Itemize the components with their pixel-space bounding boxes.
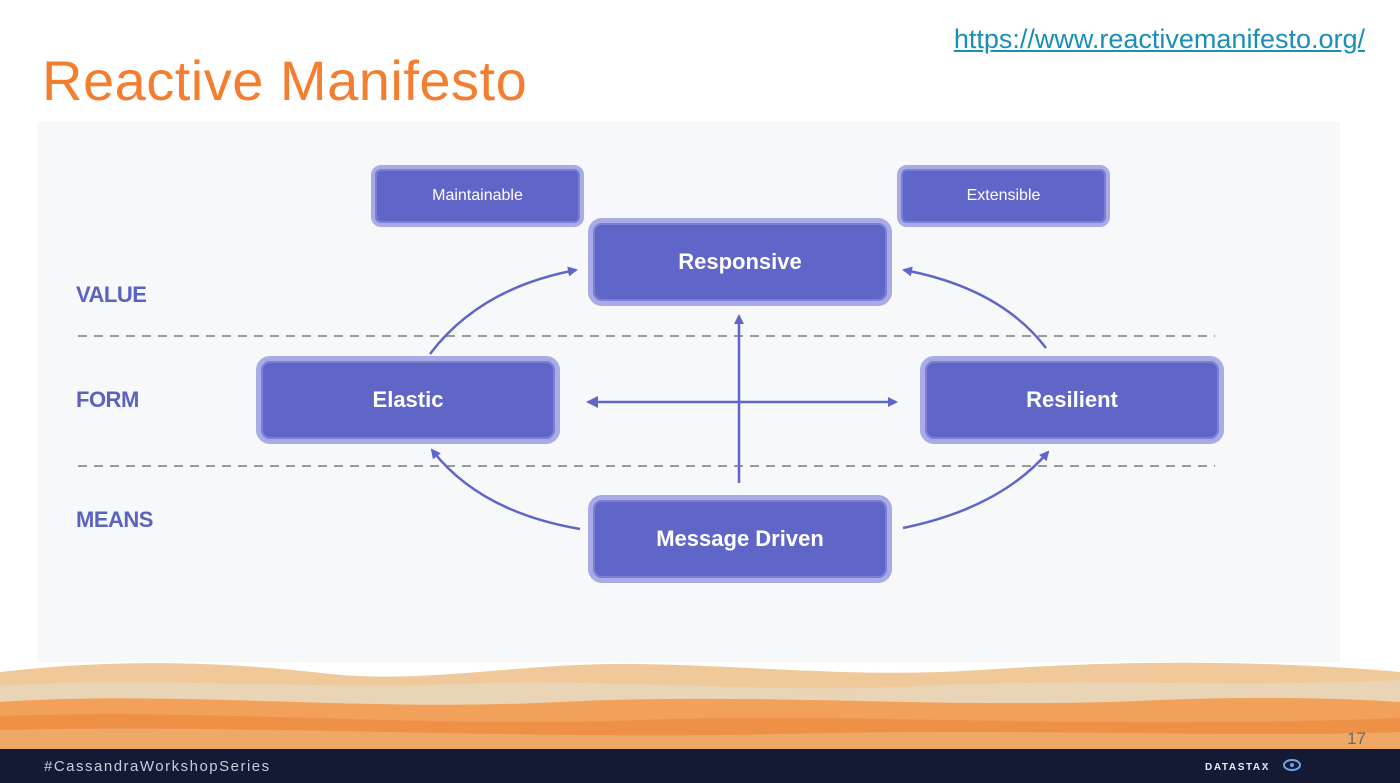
node-extensible: Extensible (897, 165, 1110, 227)
footer-hashtag: #CassandraWorkshopSeries (44, 758, 271, 775)
row-label-means: MEANS (76, 507, 153, 532)
datastax-logo: DATASTAX (1205, 762, 1271, 773)
svg-text:+: + (1262, 761, 1268, 772)
node-maintainable-label: Maintainable (432, 187, 523, 204)
reactive-manifesto-link[interactable]: https://www.reactivemanifesto.org/ (953, 24, 1365, 54)
arrow-elastic-head (586, 396, 598, 408)
footer-bar (0, 749, 1400, 783)
row-label-form: FORM (76, 387, 139, 412)
row-label-value: VALUE (76, 282, 147, 307)
node-responsive-label: Responsive (678, 249, 802, 274)
node-resilient-label: Resilient (1026, 387, 1118, 412)
partner-logo-icon: + (1262, 759, 1301, 772)
node-resilient: Resilient (920, 356, 1224, 444)
node-elastic-label: Elastic (372, 387, 444, 412)
desert-dunes-illustration (0, 662, 1400, 750)
node-responsive: Responsive (588, 218, 892, 306)
page-number: 17 (1347, 729, 1366, 748)
arrow-resilient-to-responsive (902, 266, 1047, 349)
slide-title: Reactive Manifesto (42, 49, 528, 112)
arrow-elastic-to-responsive (429, 266, 578, 355)
node-elastic: Elastic (256, 356, 560, 444)
node-message-driven: Message Driven (588, 495, 892, 583)
node-maintainable: Maintainable (371, 165, 584, 227)
node-extensible-label: Extensible (966, 187, 1041, 204)
arrow-message-to-resilient (902, 450, 1050, 530)
arrow-message-to-elastic (430, 448, 581, 531)
node-message-driven-label: Message Driven (656, 526, 824, 551)
